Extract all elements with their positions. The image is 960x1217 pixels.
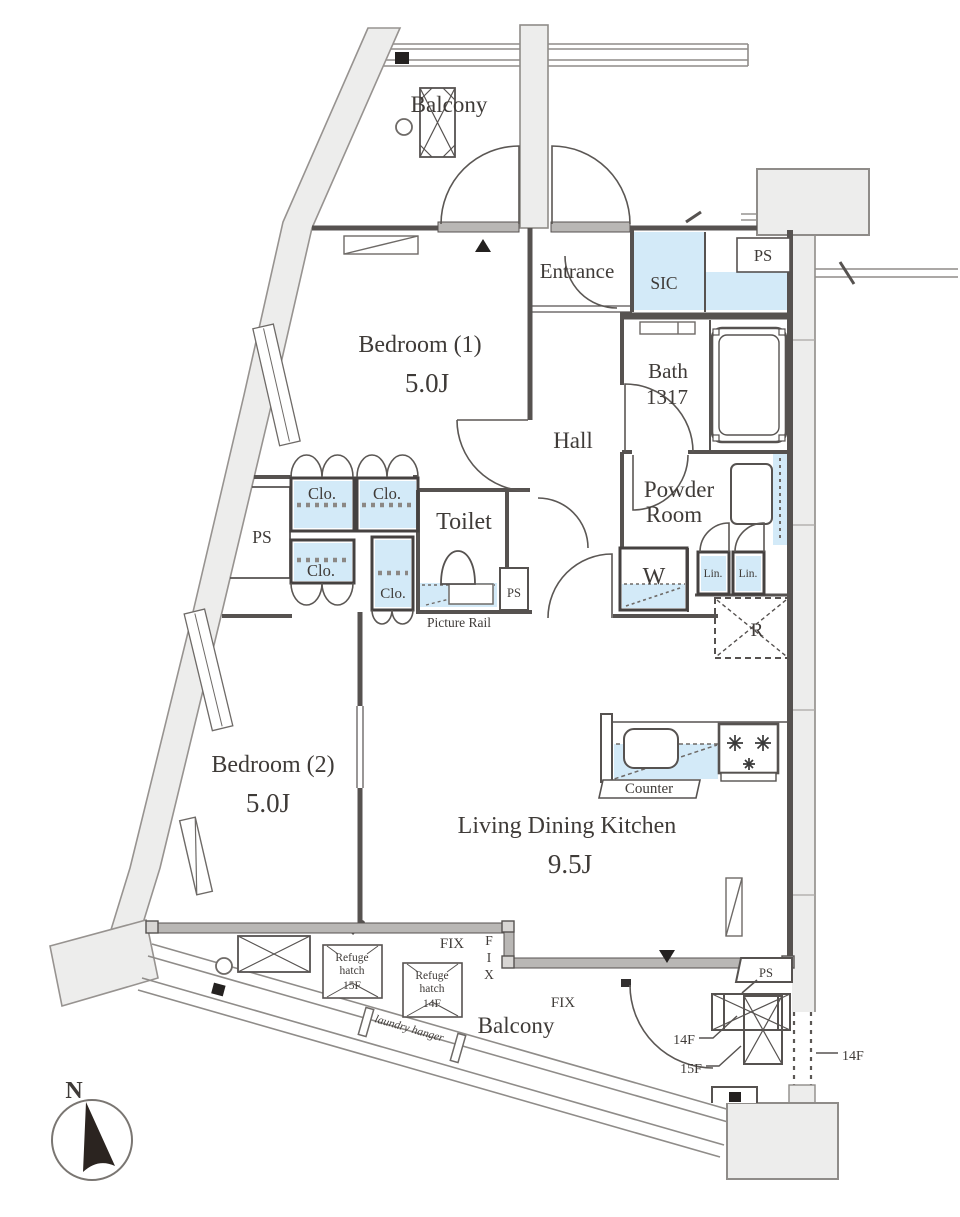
refuge15-line3: 15F bbox=[343, 980, 361, 992]
compass-icon bbox=[51, 1099, 133, 1181]
linen1-label: Lin. bbox=[704, 568, 723, 580]
closet1-label: Clo. bbox=[308, 484, 336, 503]
refuge14-line2: hatch bbox=[420, 983, 445, 995]
refuge14-line1: Refuge bbox=[415, 970, 448, 982]
top-railing bbox=[351, 43, 749, 67]
linen2-label: Lin. bbox=[739, 568, 758, 580]
bath-shelf bbox=[639, 321, 696, 335]
low-window-bedroom2 bbox=[178, 816, 214, 896]
door-arcs bbox=[290, 145, 765, 1069]
ps-bottom-box bbox=[734, 957, 793, 983]
ps-toilet-box bbox=[499, 567, 529, 611]
window-band-2 bbox=[183, 608, 234, 732]
ps-bottom-label: PS bbox=[759, 966, 773, 980]
refuge-hatch-15f-box bbox=[322, 944, 383, 999]
refuge-hatch-14f-box bbox=[402, 962, 463, 1018]
floor-14f-right-label: 14F bbox=[842, 1049, 864, 1064]
refuge14-line3: 14F bbox=[423, 998, 441, 1010]
bedroom2-area: 5.0J bbox=[246, 788, 290, 818]
bath-size-label: 1317 bbox=[646, 385, 688, 409]
compass-north-label: N bbox=[65, 1078, 83, 1104]
walls bbox=[222, 210, 793, 965]
balcony-vent-icon bbox=[237, 935, 311, 973]
counter-label: Counter bbox=[625, 781, 673, 797]
fix-label-2: FIX bbox=[551, 995, 575, 1011]
entrance-label: Entrance bbox=[540, 259, 615, 283]
service-hatch-icons bbox=[711, 993, 791, 1065]
balcony-bottom-label: Balcony bbox=[478, 1013, 555, 1038]
refrigerator-space-icon bbox=[714, 597, 789, 659]
fix-vertical-f: F bbox=[485, 933, 493, 948]
toilet-bowl-icon bbox=[422, 550, 495, 606]
kitchen-counter bbox=[598, 713, 788, 799]
window-band-1 bbox=[252, 323, 301, 447]
closet4-label: Clo. bbox=[380, 586, 405, 602]
closet2-label: Clo. bbox=[373, 484, 401, 503]
laundry-post-icon bbox=[449, 1032, 467, 1064]
low-window-ldk bbox=[725, 877, 743, 937]
bedroom2-label: Bedroom (2) bbox=[211, 752, 334, 778]
leader-lines bbox=[699, 1015, 838, 1067]
pillar bbox=[519, 24, 549, 229]
ps-top-label: PS bbox=[754, 246, 772, 265]
floor-14f-left-label: 14F bbox=[673, 1033, 695, 1048]
ps-top-box bbox=[736, 237, 791, 273]
powder-room-label-1: Powder bbox=[644, 477, 715, 502]
ldk-label: Living Dining Kitchen bbox=[458, 813, 677, 839]
counter-label-box bbox=[598, 779, 701, 799]
structural-block-bottom-right bbox=[726, 1102, 839, 1180]
fix-vertical-i: I bbox=[487, 950, 492, 965]
drain-icon bbox=[395, 118, 413, 136]
bedroom1-label: Bedroom (1) bbox=[358, 332, 481, 358]
neighbor-wall-line bbox=[815, 261, 958, 285]
washer-label: W bbox=[643, 564, 666, 590]
south-marker-icon bbox=[659, 950, 675, 963]
washer-pan-icon bbox=[624, 583, 685, 607]
door-stop-icon bbox=[621, 979, 631, 987]
stove-icon bbox=[717, 722, 780, 782]
bottom-railing bbox=[137, 943, 731, 1158]
leader-line bbox=[741, 979, 758, 994]
laundry-post-icon bbox=[357, 1006, 375, 1038]
ps-toilet-label: PS bbox=[507, 586, 521, 600]
drain-icon bbox=[215, 957, 233, 975]
corridor-stub bbox=[741, 213, 757, 221]
structural-block-top-right bbox=[756, 168, 870, 236]
exterior-corner-block bbox=[49, 919, 159, 1008]
sic-label: SIC bbox=[650, 273, 677, 293]
bathtub-icon bbox=[710, 326, 788, 444]
hall-label: Hall bbox=[553, 428, 593, 453]
labels: Balcony Bedroom (1) 5.0J Entrance SIC PS… bbox=[65, 92, 864, 1104]
closet3-label: Clo. bbox=[307, 561, 335, 580]
refuge15-line1: Refuge bbox=[335, 952, 368, 964]
fix-vertical-x: X bbox=[484, 967, 494, 982]
balcony-top-label: Balcony bbox=[411, 92, 488, 117]
ldk-area: 9.5J bbox=[548, 849, 592, 879]
sink-icon bbox=[623, 728, 679, 769]
north-marker-icon bbox=[475, 239, 491, 252]
fridge-label: R bbox=[751, 620, 764, 641]
floor-15f-label: 15F bbox=[680, 1062, 702, 1077]
top-balcony-hatch-icon bbox=[419, 87, 456, 158]
right-corridor bbox=[788, 235, 816, 1106]
picture-rail-label: Picture Rail bbox=[427, 615, 491, 630]
drain-box-icon bbox=[211, 982, 226, 997]
shutter-box-icon bbox=[395, 52, 409, 64]
drain-box-icon bbox=[729, 1092, 741, 1102]
vanity-icon bbox=[730, 463, 773, 525]
bedroom1-area: 5.0J bbox=[405, 368, 449, 398]
low-window-bedroom1 bbox=[343, 235, 419, 255]
fix-label-1: FIX bbox=[440, 936, 464, 952]
powder-room-label-2: Room bbox=[646, 502, 702, 527]
refuge15-line2: hatch bbox=[340, 965, 365, 977]
toilet-label: Toilet bbox=[436, 509, 492, 535]
bath-label: Bath bbox=[648, 359, 688, 383]
ps-left-label: PS bbox=[252, 527, 271, 547]
